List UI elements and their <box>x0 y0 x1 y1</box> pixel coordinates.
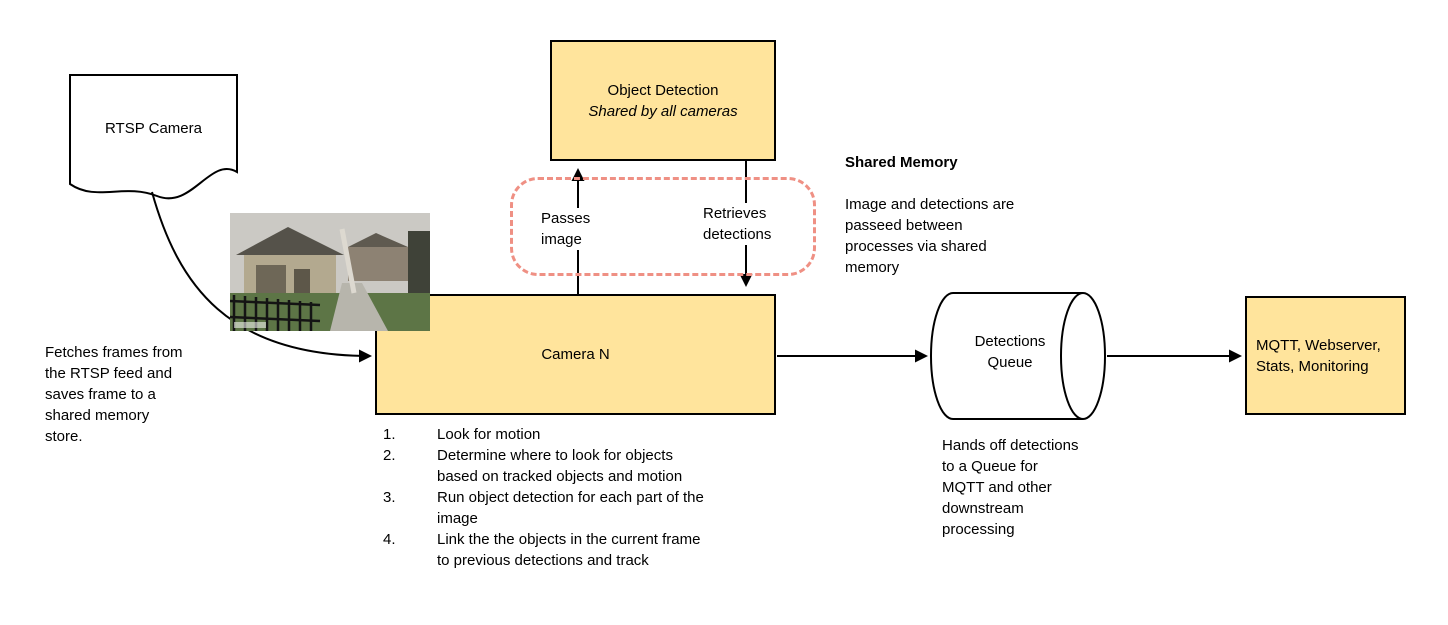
camera-snapshot-scene <box>229 213 430 331</box>
shared-memory-note: Shared Memory Image and detections are p… <box>845 131 1065 299</box>
walkway <box>330 283 388 331</box>
rtsp-camera-label: RTSP Camera <box>105 120 202 137</box>
fetch-frames-note: Fetches frames from the RTSP feed and sa… <box>45 344 183 445</box>
fetch-frames-arrow <box>151 191 372 363</box>
shared-memory-note-title: Shared Memory <box>845 154 958 171</box>
detections-queue-label: Detections Queue <box>974 333 1046 371</box>
rtsp-camera-shape <box>69 74 238 200</box>
object-detection-subtitle: Shared by all cameras <box>588 102 738 120</box>
step-text: Run object detection for each part of th… <box>437 489 704 527</box>
detections-queue-shape <box>930 292 1106 420</box>
camera-n-box: Camera N <box>375 294 776 415</box>
step-number: 4. <box>383 531 396 548</box>
tree <box>408 231 430 293</box>
passes-image-label: Passes image <box>538 208 594 250</box>
outputs-box-label: MQTT, Webserver, Stats, Monitoring <box>1256 336 1381 375</box>
outputs-box: MQTT, Webserver, Stats, Monitoring <box>1245 296 1406 415</box>
step-text: Link the the objects in the current fram… <box>437 531 701 569</box>
side-door <box>294 269 310 295</box>
step-text: Determine where to look for objects base… <box>437 447 683 485</box>
garage-roof <box>236 227 344 255</box>
retrieves-detections-label: Retrieves detections <box>700 203 775 245</box>
step-number: 2. <box>383 447 396 464</box>
camera-n-label: Camera N <box>541 346 610 363</box>
camera-snapshot-image <box>229 213 430 331</box>
object-detection-title: Object Detection <box>607 81 719 99</box>
step-number: 3. <box>383 489 396 506</box>
garage-door <box>256 265 286 295</box>
shared-memory-ring <box>510 177 816 276</box>
object-detection-box: Object Detection Shared by all cameras <box>550 40 776 161</box>
background-roof <box>348 233 408 247</box>
queue-hand-off-note: Hands off detections to a Queue for MQTT… <box>942 437 1079 538</box>
camera-watermark <box>234 322 266 328</box>
step-number: 1. <box>383 426 396 443</box>
step-text: Look for motion <box>437 426 541 443</box>
white-post <box>339 228 357 294</box>
camera-steps-list: 1. Look for motion 2. Determine where to… <box>383 424 778 571</box>
background-house <box>348 247 408 281</box>
shared-memory-note-body: Image and detections are passeed between… <box>845 196 1015 276</box>
